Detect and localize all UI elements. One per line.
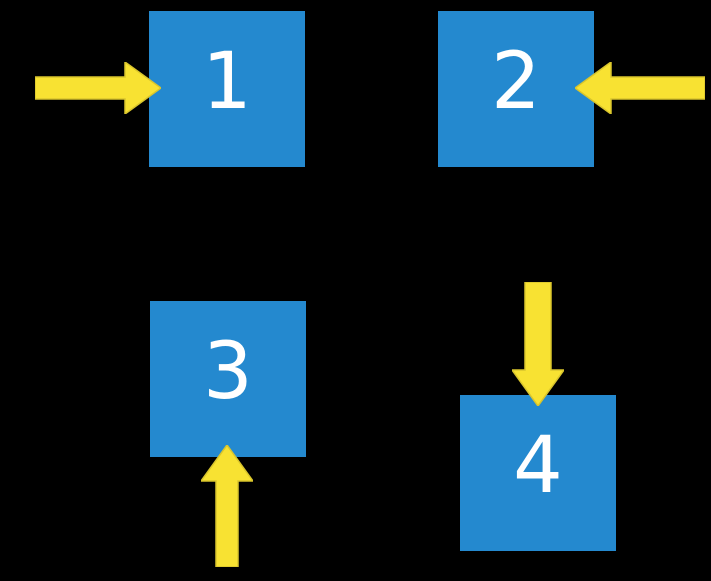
square-3: 3 [150, 301, 306, 457]
arrow-left-icon [575, 62, 705, 114]
square-1: 1 [149, 11, 305, 167]
square-2-label: 2 [491, 37, 541, 127]
square-4: 4 [460, 395, 616, 551]
square-4-label: 4 [513, 421, 563, 511]
square-1-label: 1 [202, 37, 252, 127]
arrow-right-icon [35, 62, 161, 114]
square-2: 2 [438, 11, 594, 167]
arrow-down-icon [512, 282, 564, 406]
square-3-label: 3 [203, 327, 253, 417]
arrow-up-icon [201, 445, 253, 567]
